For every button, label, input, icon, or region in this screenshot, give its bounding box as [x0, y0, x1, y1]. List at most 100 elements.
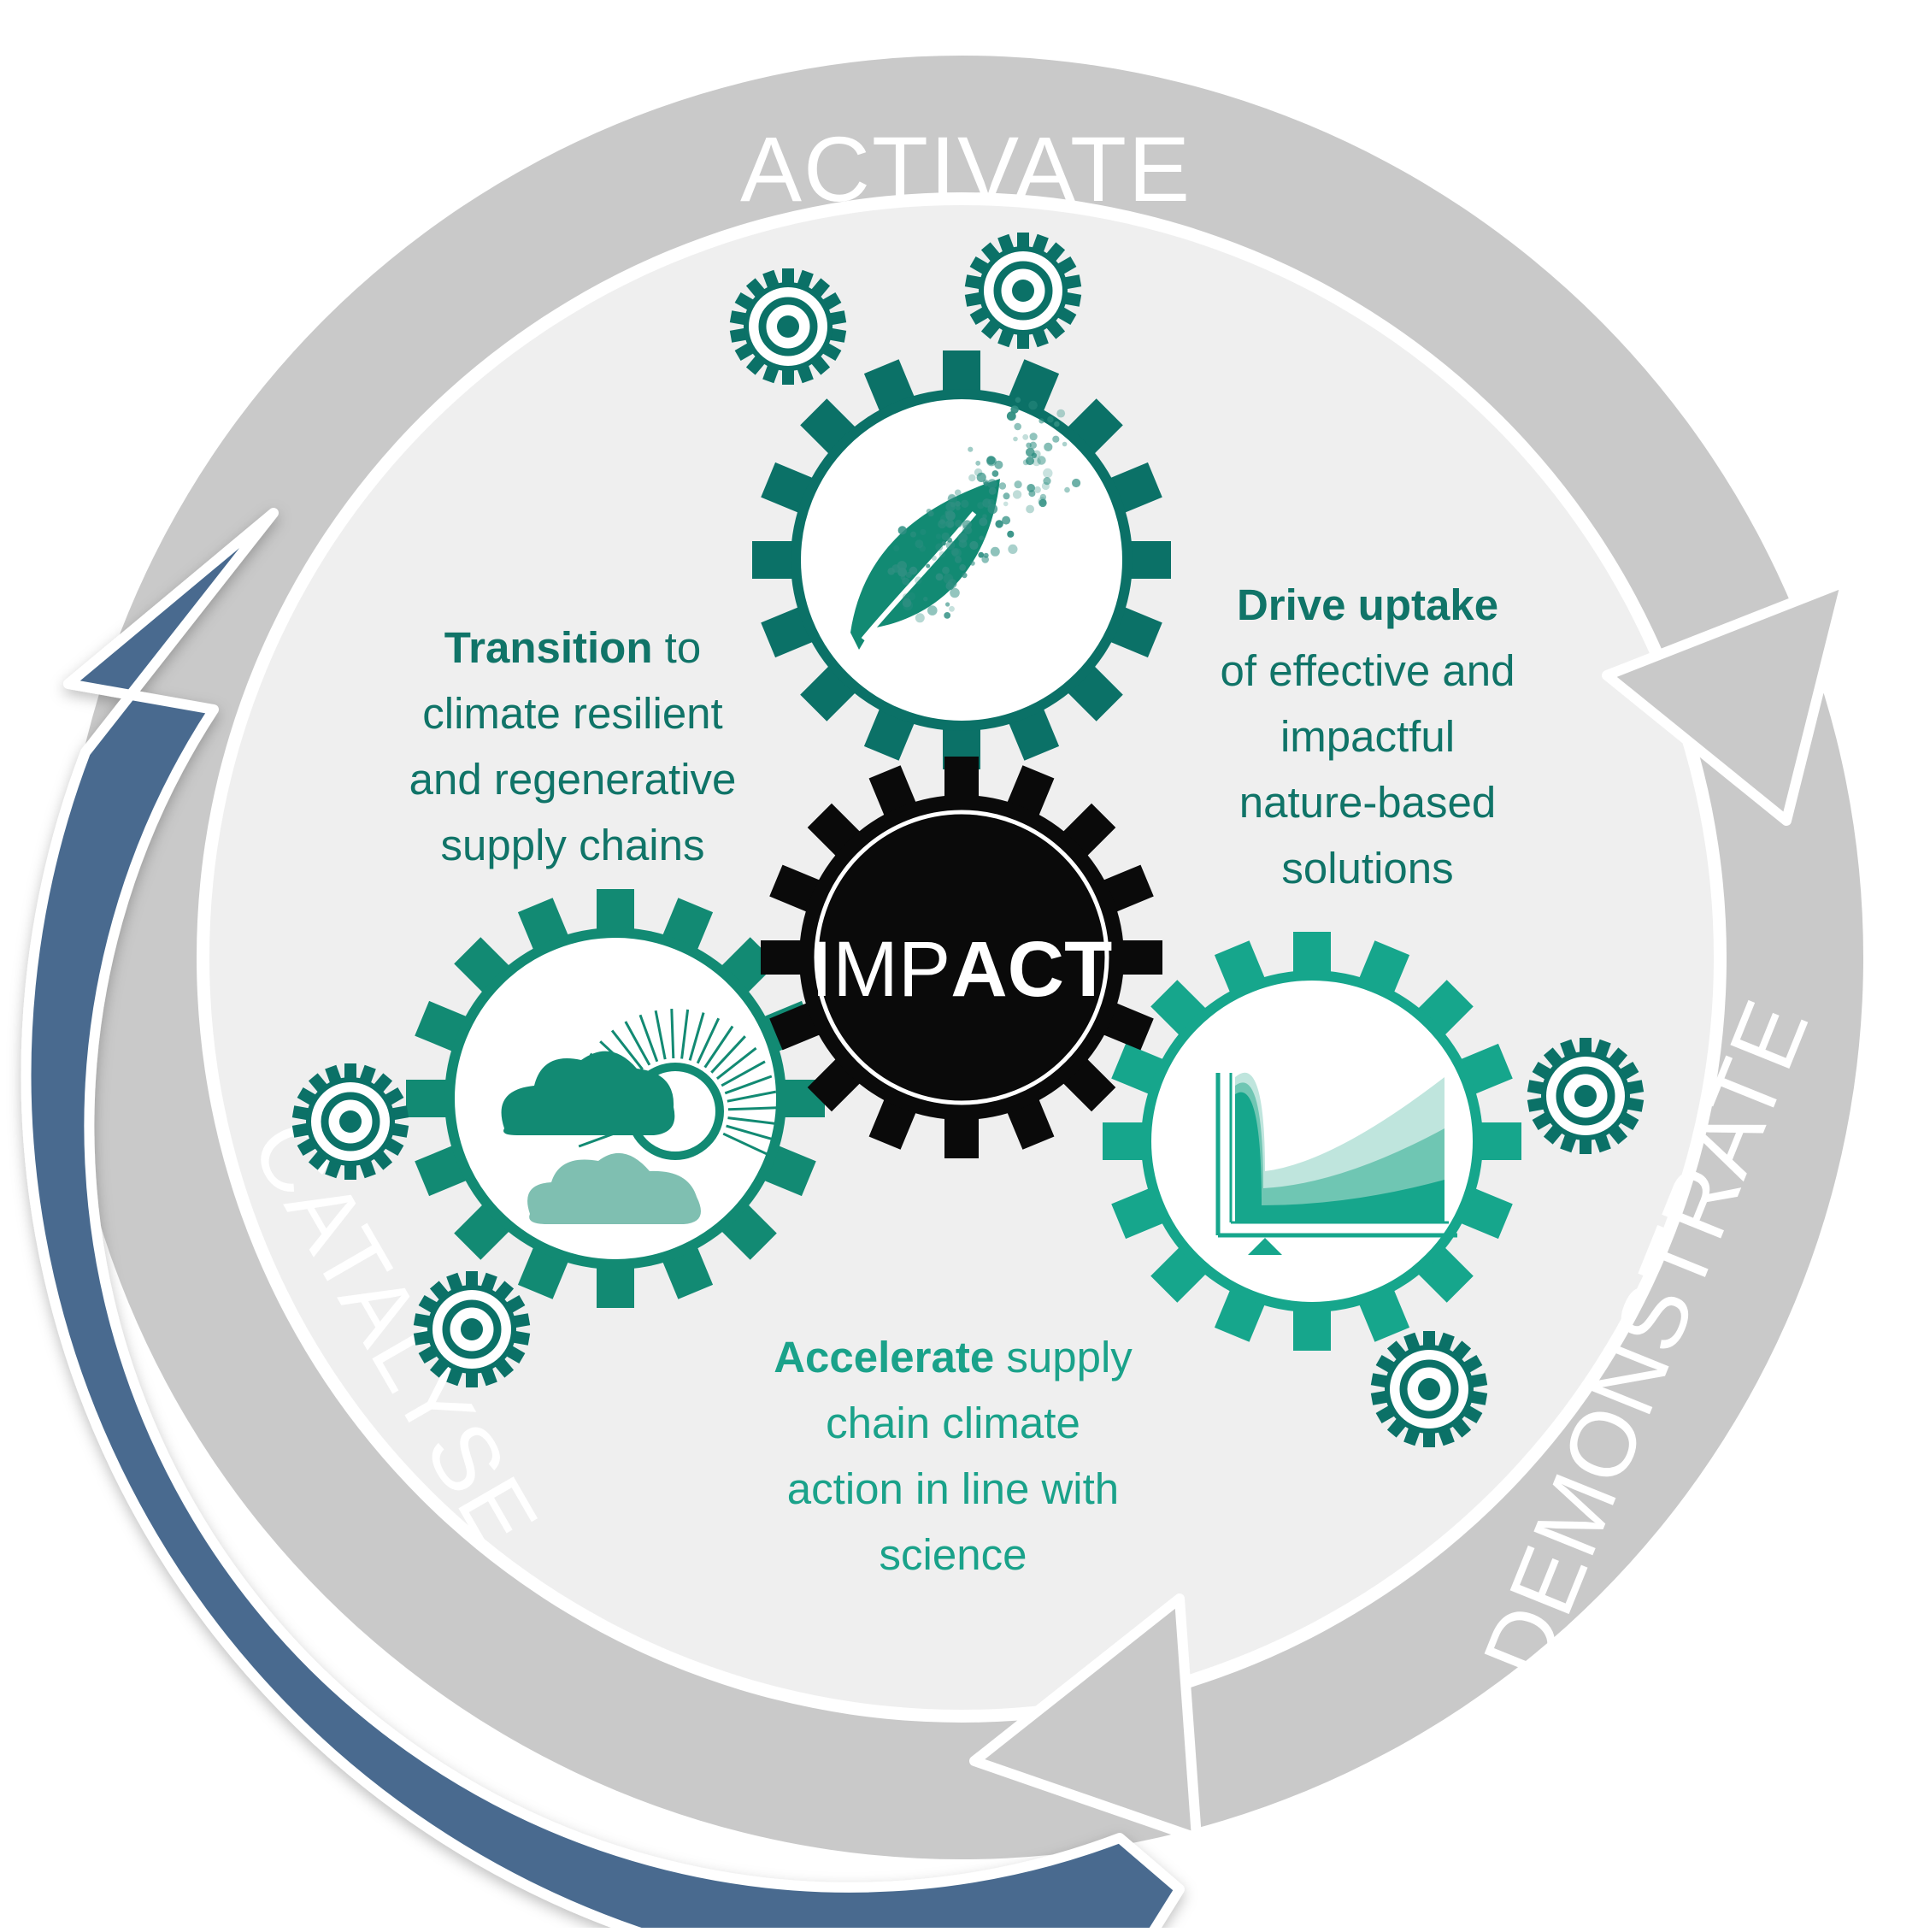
leaf-particle: [998, 482, 1007, 490]
leaf-particle: [1013, 436, 1018, 442]
activate-label: ACTIVATE: [740, 117, 1191, 221]
leaf-particle: [1014, 480, 1022, 489]
activate-arrowhead: [1602, 576, 1851, 826]
leaf-particle: [1022, 433, 1029, 440]
leaf-particle: [983, 552, 989, 558]
leaf-particle: [948, 493, 956, 501]
leaf-particle: [955, 505, 961, 510]
cloud-sun-icon: [501, 1009, 778, 1224]
sun-ray: [727, 1090, 777, 1103]
small-gear-dot: [339, 1110, 362, 1133]
leaf-particle: [982, 498, 991, 508]
leaf-particle: [945, 540, 956, 550]
leaf-particle: [1008, 544, 1018, 555]
leaf-particle: [941, 541, 946, 546]
leaf-particle: [941, 532, 950, 541]
accelerate-line1: Accelerate supply: [774, 1333, 1133, 1381]
leaf-particle: [935, 533, 942, 539]
leaf-particle: [955, 501, 961, 507]
leaf-particle: [1039, 493, 1047, 501]
leaf-particle: [1033, 486, 1041, 493]
distribution-chart-icon: [1215, 1072, 1457, 1255]
leaf-particle: [944, 510, 950, 516]
leaf-particle: [970, 561, 975, 566]
leaf-particle: [1043, 468, 1053, 479]
leaf-particle: [986, 456, 996, 465]
transition-line1: Transition to: [444, 623, 701, 672]
leaf-particle: [923, 597, 928, 602]
small-gear-icon: [291, 1063, 409, 1180]
leaf-particle: [1054, 421, 1060, 427]
leaf-particle: [926, 563, 931, 568]
leaf-particle: [1047, 415, 1054, 423]
leaf-particle: [1002, 515, 1011, 525]
transition-bold: Transition: [444, 623, 653, 672]
gear-tooth: [752, 541, 799, 579]
small-gear-icon: [1527, 1038, 1645, 1154]
leaf-particle: [1044, 442, 1053, 452]
sun-ray: [721, 1060, 766, 1087]
gear-hub: [814, 810, 1109, 1105]
small-gear-ring: [1399, 1359, 1459, 1419]
sun-ray: [724, 1075, 773, 1095]
small-gear-icon: [964, 233, 1082, 349]
small-gear-ring: [442, 1299, 502, 1359]
leaf-particle: [975, 460, 981, 466]
leaf-particle: [947, 521, 954, 528]
leaf-particle: [991, 470, 999, 477]
small-gear-dot: [461, 1318, 483, 1340]
leaf-particle: [954, 556, 962, 563]
leaf-particle: [909, 566, 918, 575]
sun-ray: [710, 1035, 746, 1074]
leaf-particle: [961, 499, 969, 508]
leaf-particle: [979, 517, 988, 527]
sun-ray: [680, 1009, 690, 1059]
leaf-particle: [1003, 501, 1009, 507]
leaf-particle: [949, 605, 955, 612]
leaf-particle: [897, 567, 907, 577]
leaf-particle: [947, 494, 958, 504]
leaf-particle: [962, 572, 968, 579]
drive-line2: of effective and: [1221, 646, 1515, 695]
leaf-particle: [919, 545, 927, 552]
leaf-particle: [935, 543, 944, 551]
impact-imp: IMP: [811, 926, 951, 1013]
impact-act: ACT: [950, 926, 1112, 1013]
leaf-particle: [1028, 490, 1036, 498]
sun-ray: [727, 1116, 778, 1126]
leaf-particle: [927, 510, 934, 517]
chart-gear: [1103, 932, 1521, 1351]
sun-ray: [715, 1046, 757, 1080]
leaf-particle: [938, 551, 946, 558]
leaf-particle: [1006, 411, 1016, 421]
leaf-particle: [983, 481, 989, 486]
leaf-particle: [1064, 486, 1070, 493]
leaf-particle: [902, 577, 909, 586]
drive-bold: Drive uptake: [1237, 580, 1498, 629]
leaf-particle: [897, 526, 907, 535]
small-gear-dot: [1012, 280, 1034, 302]
leaf-particle: [995, 520, 1003, 528]
drive-line4: nature-based: [1239, 778, 1497, 827]
small-gears: [291, 233, 1645, 1447]
leaf-particle: [976, 472, 986, 483]
leaf-particle: [907, 592, 916, 601]
sun-ray: [688, 1012, 705, 1061]
leaf-particle: [950, 548, 959, 557]
transition-line2: climate resilient: [422, 689, 722, 738]
leaf-particle: [954, 519, 962, 527]
leaf-particle: [1056, 409, 1066, 418]
leaf-particle: [968, 474, 976, 482]
sun-ray: [696, 1017, 721, 1064]
leaf-particles-icon: [850, 397, 1081, 650]
leaf-particle: [944, 612, 951, 619]
leaf-particle: [938, 520, 947, 529]
leaf-particle: [1062, 441, 1068, 447]
gear-tooth: [406, 1080, 453, 1117]
leaf-particle: [978, 551, 985, 558]
leaf-particle: [959, 564, 967, 571]
leaf-particle: [962, 520, 972, 530]
leaf-particle: [893, 545, 900, 552]
transition-line4: supply chains: [440, 821, 704, 869]
